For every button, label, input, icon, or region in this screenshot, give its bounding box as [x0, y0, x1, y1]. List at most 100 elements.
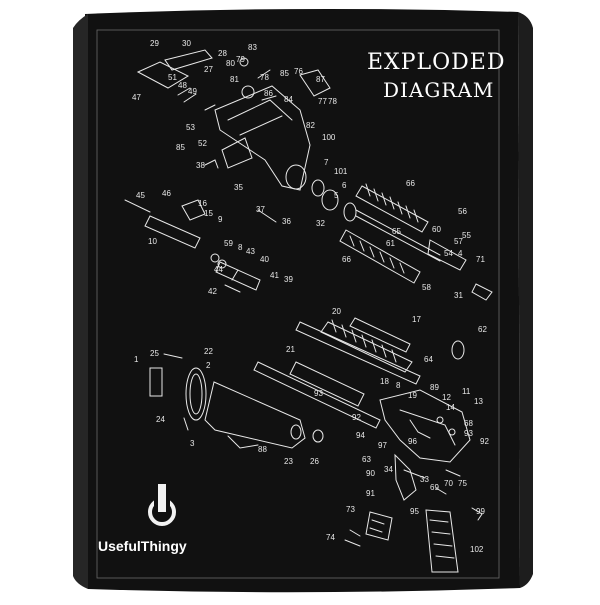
svg-text:88: 88	[258, 445, 267, 454]
svg-text:8: 8	[396, 381, 401, 390]
svg-text:60: 60	[432, 225, 441, 234]
u-letter-logo-icon	[148, 484, 176, 526]
svg-text:57: 57	[454, 237, 463, 246]
svg-text:33: 33	[420, 475, 429, 484]
svg-text:66: 66	[342, 255, 351, 264]
svg-text:32: 32	[316, 219, 325, 228]
svg-text:7: 7	[324, 158, 329, 167]
svg-text:1: 1	[134, 355, 139, 364]
svg-text:30: 30	[182, 39, 191, 48]
svg-text:84: 84	[284, 95, 293, 104]
svg-text:36: 36	[282, 217, 291, 226]
svg-text:44: 44	[214, 265, 223, 274]
svg-text:2: 2	[206, 361, 211, 370]
svg-text:93: 93	[314, 389, 323, 398]
diagram-title-line1: EXPLODED	[367, 50, 506, 75]
svg-text:74: 74	[326, 533, 335, 542]
svg-text:26: 26	[310, 457, 319, 466]
svg-text:102: 102	[470, 545, 484, 554]
inner-frame	[96, 29, 500, 579]
svg-text:101: 101	[334, 167, 348, 176]
svg-text:17: 17	[412, 315, 421, 324]
svg-text:51: 51	[168, 73, 177, 82]
svg-text:53: 53	[186, 123, 195, 132]
svg-text:24: 24	[156, 415, 165, 424]
svg-text:62: 62	[478, 325, 487, 334]
svg-text:46: 46	[162, 189, 171, 198]
svg-text:95: 95	[410, 507, 419, 516]
svg-text:99: 99	[476, 507, 485, 516]
svg-text:5: 5	[334, 191, 339, 200]
svg-text:82: 82	[306, 121, 315, 130]
svg-text:10: 10	[148, 237, 157, 246]
svg-text:92: 92	[480, 437, 489, 446]
svg-text:70: 70	[444, 479, 453, 488]
svg-text:86: 86	[264, 89, 273, 98]
brand-name: UsefulThingy	[98, 538, 187, 554]
svg-text:58: 58	[422, 283, 431, 292]
svg-text:83: 83	[248, 43, 257, 52]
svg-text:90: 90	[366, 469, 375, 478]
svg-text:20: 20	[332, 307, 341, 316]
svg-text:21: 21	[286, 345, 295, 354]
svg-text:55: 55	[462, 231, 471, 240]
svg-text:76: 76	[294, 67, 303, 76]
svg-text:96: 96	[408, 437, 417, 446]
svg-text:89: 89	[430, 383, 439, 392]
svg-text:15: 15	[204, 209, 213, 218]
svg-text:18: 18	[380, 377, 389, 386]
svg-text:73: 73	[346, 505, 355, 514]
svg-text:45: 45	[136, 191, 145, 200]
svg-text:19: 19	[408, 391, 417, 400]
svg-text:81: 81	[230, 75, 239, 84]
svg-text:34: 34	[384, 465, 393, 474]
svg-text:77: 77	[318, 97, 327, 106]
svg-text:91: 91	[366, 489, 375, 498]
svg-text:93: 93	[464, 429, 473, 438]
svg-text:92: 92	[352, 413, 361, 422]
svg-text:4: 4	[458, 249, 463, 258]
svg-text:39: 39	[284, 275, 293, 284]
svg-text:75: 75	[458, 479, 467, 488]
svg-text:6: 6	[342, 181, 347, 190]
svg-text:71: 71	[476, 255, 485, 264]
svg-text:43: 43	[246, 247, 255, 256]
svg-text:54: 54	[444, 249, 453, 258]
svg-text:78: 78	[260, 73, 269, 82]
svg-text:25: 25	[150, 349, 159, 358]
svg-text:14: 14	[446, 403, 455, 412]
svg-text:59: 59	[224, 239, 233, 248]
svg-text:87: 87	[316, 75, 325, 84]
svg-text:49: 49	[188, 87, 197, 96]
svg-text:97: 97	[378, 441, 387, 450]
svg-text:64: 64	[424, 355, 433, 364]
svg-text:31: 31	[454, 291, 463, 300]
svg-text:56: 56	[458, 207, 467, 216]
svg-text:8: 8	[238, 243, 243, 252]
svg-text:35: 35	[234, 183, 243, 192]
svg-text:100: 100	[322, 133, 336, 142]
svg-text:11: 11	[462, 387, 471, 396]
svg-text:94: 94	[356, 431, 365, 440]
svg-text:40: 40	[260, 255, 269, 264]
diagram-title-line2: DIAGRAM	[383, 78, 495, 102]
svg-text:78: 78	[328, 97, 337, 106]
svg-text:85: 85	[176, 143, 185, 152]
svg-text:85: 85	[280, 69, 289, 78]
svg-text:9: 9	[218, 215, 223, 224]
svg-text:80: 80	[226, 59, 235, 68]
svg-text:22: 22	[204, 347, 213, 356]
svg-text:48: 48	[178, 81, 187, 90]
svg-text:66: 66	[406, 179, 415, 188]
svg-text:13: 13	[474, 397, 483, 406]
svg-text:29: 29	[150, 39, 159, 48]
svg-text:63: 63	[362, 455, 371, 464]
svg-text:28: 28	[218, 49, 227, 58]
svg-text:12: 12	[442, 393, 451, 402]
svg-text:3: 3	[190, 439, 195, 448]
svg-text:23: 23	[284, 457, 293, 466]
svg-text:27: 27	[204, 65, 213, 74]
svg-text:38: 38	[196, 161, 205, 170]
